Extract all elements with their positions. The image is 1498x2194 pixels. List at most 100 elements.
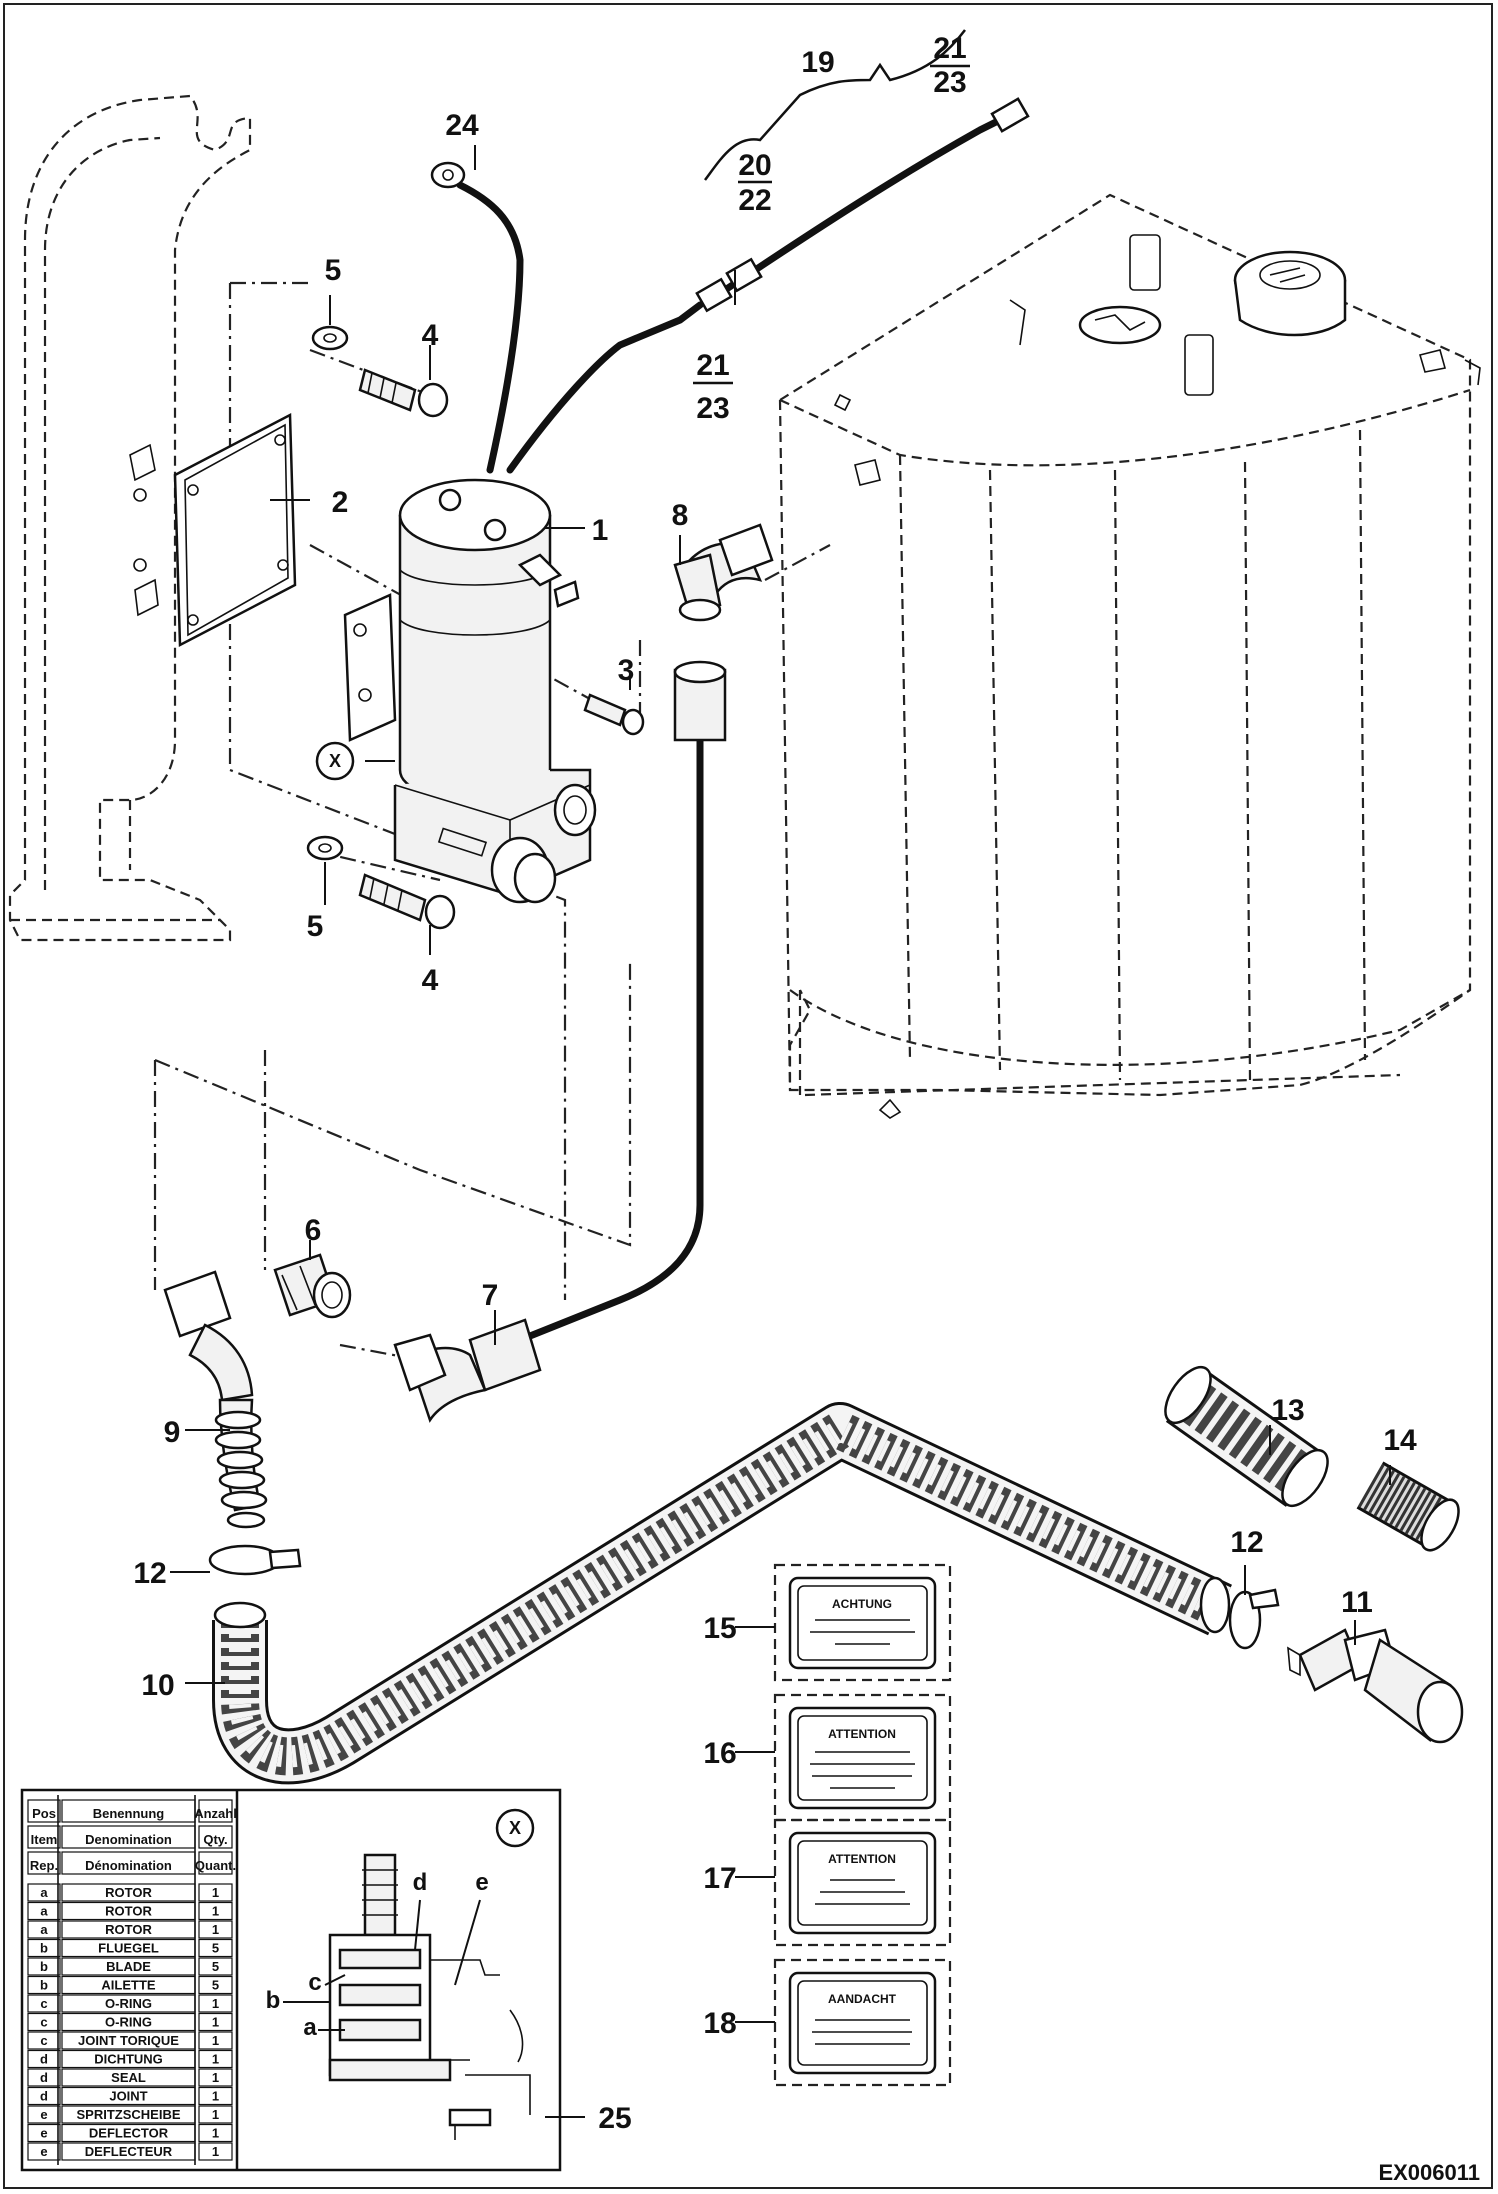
callout-4-top: 4 [422,319,439,352]
mounting-bracket [129,412,297,648]
legend-row-pos: a [40,1904,48,1919]
legend-row-pos: e [40,2107,47,2122]
callout-5-bottom: 5 [307,910,324,943]
decal-15-heading: ACHTUNG [832,1597,892,1611]
legend-row-qty: 1 [212,1885,219,1900]
detail-letter-b: b [266,1987,281,2014]
decal-16: ATTENTION [773,1693,952,1822]
svg-text:X: X [509,1818,521,1838]
legend-row-name: O-RING [105,1996,152,2011]
chassis-outline [8,94,252,942]
legend-row-name: DICHTUNG [94,2052,163,2067]
decal-17-heading: ATTENTION [828,1852,896,1866]
legend-row-pos: c [40,1996,47,2011]
sieve-insert [1356,1461,1460,1552]
legend-row-name: ROTOR [105,1885,152,1900]
callout-4-bottom: 4 [422,964,439,997]
legend-row-pos: e [40,2144,47,2159]
decal-17: ATTENTION [773,1818,952,1947]
legend-header-pos: Rep. [30,1858,58,1873]
suction-hose [212,1402,1232,1785]
legend-header-pos: Pos [32,1806,56,1821]
legend-row-qty: 1 [212,1996,219,2011]
spare-hose-section [1164,1365,1329,1508]
legend-row-pos: b [40,1941,48,1956]
legend-header-qty: Anzahl [194,1806,237,1821]
callout-13: 13 [1271,1394,1304,1427]
legend-row-pos: a [40,1885,48,1900]
callout-10: 10 [141,1669,174,1702]
legend-row-name: JOINT TORIQUE [78,2033,179,2048]
callout-1: 1 [592,514,609,547]
callout-6: 6 [305,1214,322,1247]
legend-row-pos: d [40,2052,48,2067]
legend-row-qty: 1 [212,2107,219,2122]
document-code: EX006011 [1378,2160,1480,2185]
svg-text:21: 21 [696,349,729,382]
legend-row-name: ROTOR [105,1904,152,1919]
fraction-21-23-top: 21 23 [930,32,970,99]
legend-header-qty: Quant. [195,1858,236,1873]
legend-row-qty: 1 [212,2144,219,2159]
callout-3: 3 [618,654,635,687]
detail-letter-d: d [413,1869,428,1896]
pressure-line [393,523,774,1423]
legend-row-name: BLADE [106,1959,151,1974]
legend-row-name: SEAL [111,2070,146,2085]
decal-16-heading: ATTENTION [828,1727,896,1741]
legend-row-name: ROTOR [105,1922,152,1937]
suction-strainer [1287,1628,1464,1744]
suction-elbow [163,1270,268,1529]
legend-row-name: DEFLECTEUR [85,2144,173,2159]
legend-header-name: Dénomination [85,1858,172,1873]
legend-row-pos: c [40,2033,47,2048]
legend-row-qty: 1 [212,2126,219,2141]
callout-14: 14 [1383,1424,1417,1457]
legend-row-qty: 1 [212,2052,219,2067]
legend-row-name: JOINT [109,2089,147,2104]
legend-header-qty: Qty. [203,1832,227,1847]
legend-row-pos: e [40,2126,47,2141]
svg-text:22: 22 [738,184,771,217]
callout-25: 25 [598,2102,631,2135]
callout-11: 11 [1341,1586,1373,1619]
legend-row-qty: 1 [212,2070,219,2085]
legend-row-name: DEFLECTOR [89,2126,169,2141]
callout-15: 15 [703,1612,736,1645]
legend-row-pos: c [40,2015,47,2030]
svg-text:X: X [329,751,341,771]
legend-row-pos: d [40,2070,48,2085]
callout-8: 8 [672,499,689,532]
legend-row-qty: 1 [212,2089,219,2104]
svg-text:23: 23 [696,392,729,425]
inlet-connector [273,1253,352,1319]
legend-header-name: Benennung [93,1806,165,1821]
legend-row-name: O-RING [105,2015,152,2030]
decal-18: AANDACHT [773,1958,952,2087]
callout-18: 18 [703,2007,736,2040]
legend-row-qty: 1 [212,1904,219,1919]
callout-2: 2 [332,486,349,519]
detail-letter-e: e [475,1869,488,1896]
fuel-pump [343,478,597,904]
legend-row-pos: d [40,2089,48,2104]
legend-row-qty: 5 [212,1978,219,1993]
callout-17: 17 [703,1862,736,1895]
legend-row-pos: b [40,1978,48,1993]
callout-7: 7 [482,1279,499,1312]
leader-lines [170,145,1391,2118]
callout-16: 16 [703,1737,736,1770]
svg-text:23: 23 [933,66,966,99]
legend-row-pos: b [40,1959,48,1974]
fraction-20-22: 20 22 [738,149,772,217]
legend-header-pos: Item [31,1832,58,1847]
svg-text:20: 20 [738,149,771,182]
detail-letter-a: a [303,2014,317,2041]
callout-19: 19 [801,46,834,79]
callout-labels: 1 2 3 4 4 5 5 6 7 8 9 10 11 12 12 13 14 … [133,46,1417,2135]
legend-row-qty: 1 [212,2015,219,2030]
detail-marker-x: X [315,741,355,781]
callout-5-top: 5 [325,254,342,287]
legend-row-pos: a [40,1922,48,1937]
